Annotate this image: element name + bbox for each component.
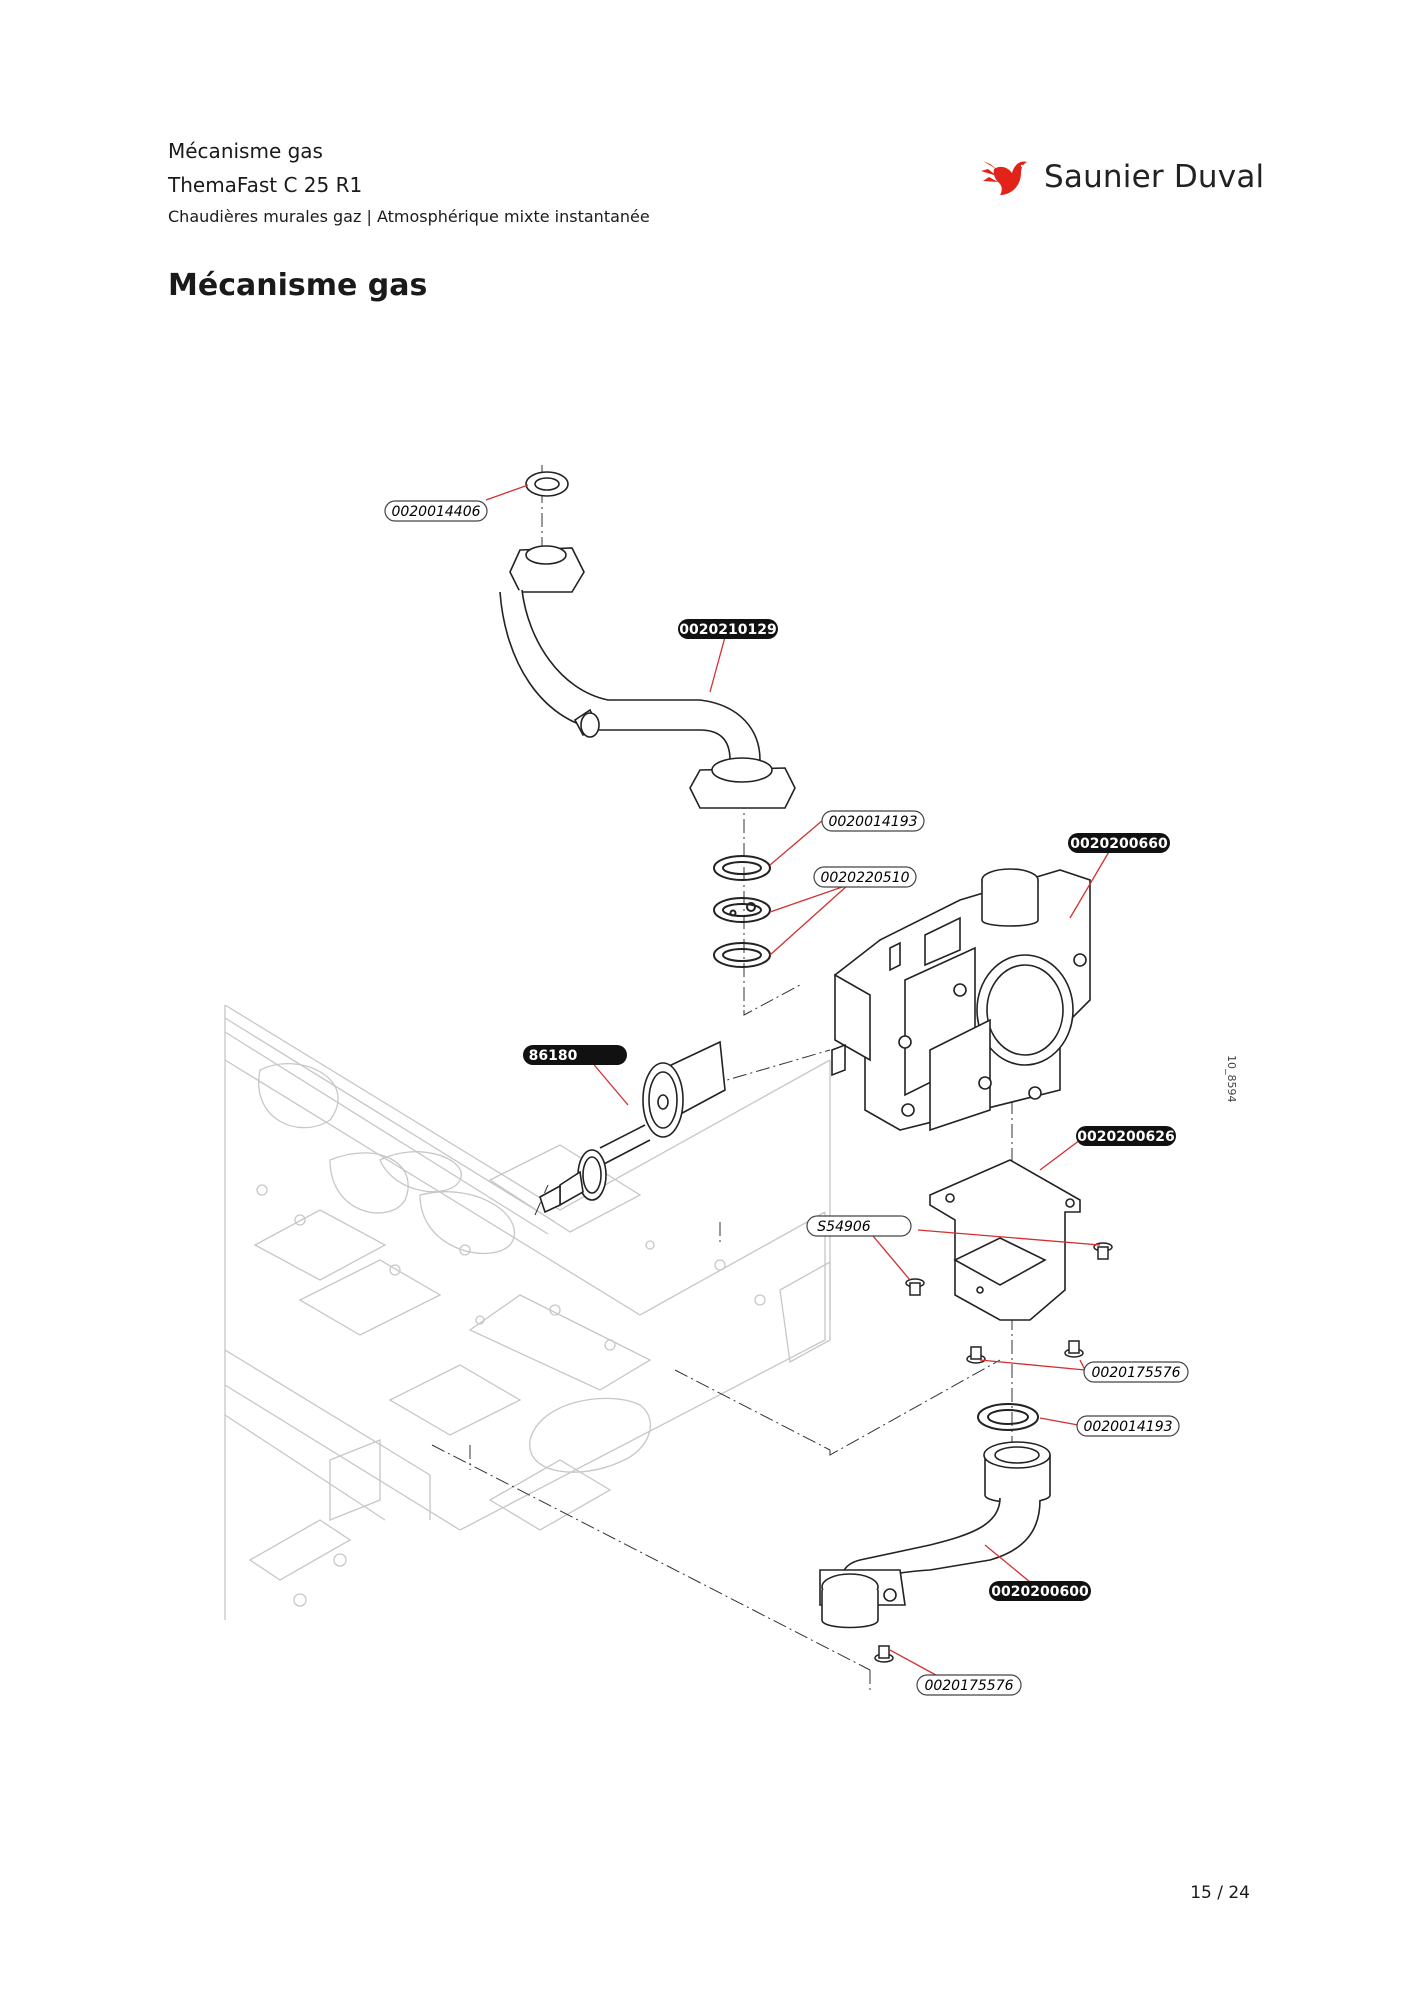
svg-text:0020210129: 0020210129 <box>679 622 776 638</box>
svg-text:86180: 86180 <box>529 1048 578 1064</box>
svg-text:0020175576: 0020175576 <box>924 1678 1013 1694</box>
gas-inlet-pipe-upper <box>499 471 796 809</box>
adjustment-knob <box>539 1040 726 1214</box>
svg-text:S54906: S54906 <box>817 1219 871 1235</box>
bird-logo-icon <box>981 161 1027 195</box>
callout-0020200626: 0020200626 <box>1076 1126 1176 1146</box>
screws <box>874 1242 1113 1663</box>
callout-0020200660: 0020200660 <box>1068 833 1170 853</box>
assembly-axis-lines <box>431 465 1013 1690</box>
svg-text:0020175576: 0020175576 <box>1091 1365 1180 1381</box>
header-model: ThemaFast C 25 R1 <box>168 173 363 197</box>
brand-name: Saunier Duval <box>1044 159 1265 195</box>
header-section: Mécanisme gas <box>168 139 323 163</box>
svg-text:0020220510: 0020220510 <box>820 870 909 886</box>
brand-logo: Saunier Duval <box>980 155 1264 199</box>
gas-valve <box>831 868 1091 1132</box>
svg-text:0020200600: 0020200600 <box>991 1584 1089 1600</box>
gas-outlet-pipe-lower <box>819 1441 1051 1629</box>
callout-86180: 86180 <box>523 1045 627 1065</box>
callout-0020014193-top: 0020014193 <box>821 810 925 832</box>
callout-0020220510: 0020220510 <box>813 866 917 888</box>
callout-leader-lines <box>485 484 1111 1681</box>
o-rings <box>713 855 1039 1431</box>
callout-S54906: S54906 <box>806 1215 912 1237</box>
page-title: Mécanisme gas <box>168 268 428 303</box>
svg-text:0020014193: 0020014193 <box>828 814 917 830</box>
boiler-chassis-drawing <box>224 1004 831 1620</box>
callout-0020210129: 0020210129 <box>678 619 778 639</box>
svg-text:0020014193: 0020014193 <box>1083 1419 1172 1435</box>
callouts: 0020014406 0020210129 0020014193 0020220… <box>384 500 1189 1696</box>
diagram-reference-code: 10_8594 <box>1225 1055 1238 1103</box>
svg-text:0020200626: 0020200626 <box>1077 1129 1174 1145</box>
document-header: Mécanisme gas ThemaFast C 25 R1 Chaudièr… <box>168 134 650 232</box>
callout-0020175576-bottom: 0020175576 <box>916 1674 1022 1696</box>
page-number: 15 / 24 <box>1190 1883 1250 1903</box>
callout-0020175576-mid: 0020175576 <box>1083 1361 1189 1383</box>
callout-0020200600: 0020200600 <box>989 1581 1091 1601</box>
mounting-bracket <box>929 1159 1081 1321</box>
header-category: Chaudières murales gaz | Atmosphérique m… <box>168 207 650 226</box>
svg-text:0020200660: 0020200660 <box>1070 836 1168 852</box>
callout-0020014193-bottom: 0020014193 <box>1076 1415 1180 1437</box>
callout-0020014406: 0020014406 <box>384 500 488 522</box>
svg-text:0020014406: 0020014406 <box>391 504 480 520</box>
